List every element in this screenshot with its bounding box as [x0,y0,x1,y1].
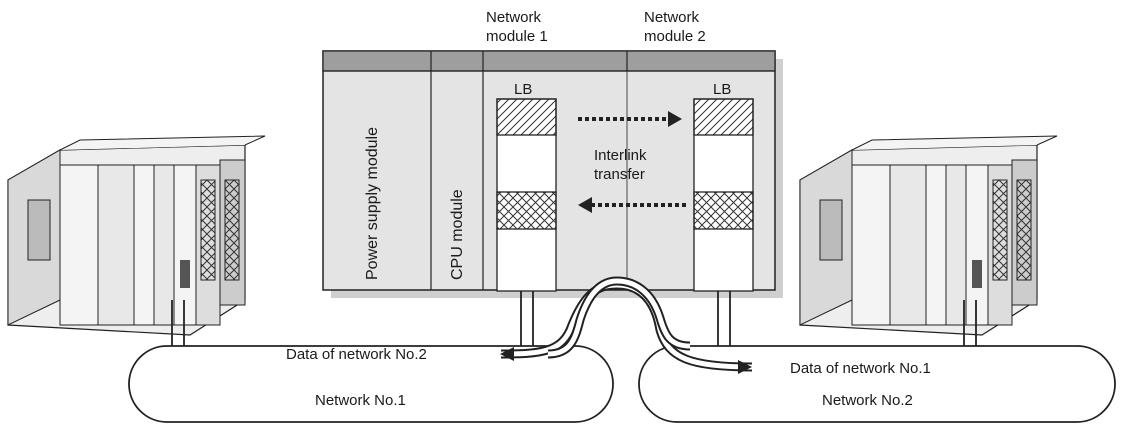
network-loop-2 [638,345,1116,423]
interlink-line1: Interlink [594,147,647,164]
interlink-line2: transfer [594,166,645,183]
network-module-2-line1: Network [644,9,700,26]
data-of-network-1-label: Data of network No.1 [790,360,931,377]
interlink-transfer-label: Interlink transfer [594,146,647,184]
lb-memory-module-2 [693,98,754,292]
lb-left-label: LB [514,81,533,98]
plc-left-icon [7,135,266,336]
network-module-1-line1: Network [486,9,542,26]
interlink-arrow-right [578,111,682,127]
network-no-2-label: Network No.2 [822,392,913,409]
lb-memory-module-1 [496,98,557,292]
power-supply-label: Power supply module [364,127,381,280]
network-loop-1 [128,345,614,423]
data-path-crossing [500,276,753,374]
network-module-2-label: Network module 2 [644,8,706,46]
data-of-network-2-label: Data of network No.2 [286,346,427,363]
network-module-1-label: Network module 1 [486,8,548,46]
cpu-module-label: CPU module [449,189,466,280]
interlink-arrow-left [578,197,686,213]
module-cables [520,291,731,346]
network-module-2-line2: module 2 [644,28,706,45]
lb-right-label: LB [713,81,732,98]
network-module-1-line2: module 1 [486,28,548,45]
plc-right-icon [799,135,1058,336]
network-no-1-label: Network No.1 [315,392,406,409]
